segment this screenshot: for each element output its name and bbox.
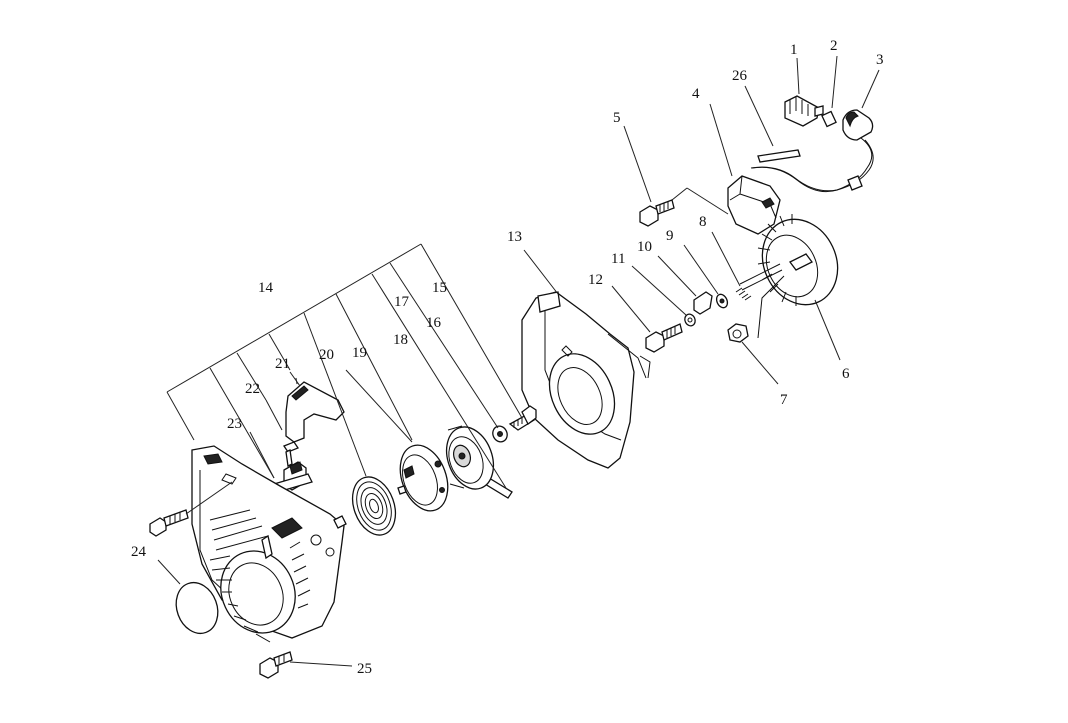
callout-19: 19 [352, 345, 367, 361]
part-2-spring-connector [821, 55, 838, 128]
part-14-starter-housing [191, 445, 347, 643]
callout-15: 15 [432, 280, 447, 296]
part-24-gasket [157, 559, 219, 635]
callout-23: 23 [227, 416, 242, 432]
part-19-spring-housing [397, 444, 449, 512]
callout-1: 1 [790, 42, 798, 58]
callout-labels: 1 2 3 4 5 6 7 8 9 10 11 12 13 14 15 16 1… [131, 38, 884, 677]
part-18-rope-pulley [445, 425, 495, 490]
part-11-washer [631, 265, 696, 327]
part-21-starter-handle [285, 371, 345, 443]
callout-20: 20 [319, 347, 334, 363]
callout-13: 13 [507, 229, 522, 245]
part-20-recoil-spring [351, 476, 397, 536]
callout-2: 2 [830, 38, 838, 54]
callout-16: 16 [426, 315, 442, 331]
callout-10: 10 [637, 239, 652, 255]
callout-12: 12 [588, 272, 603, 288]
part-12-screw [611, 285, 683, 353]
callout-21: 21 [275, 356, 290, 372]
callout-14: 14 [258, 280, 274, 296]
part-10-clip [657, 255, 713, 315]
callout-6: 6 [842, 366, 850, 382]
callout-22: 22 [245, 381, 260, 397]
callout-5: 5 [613, 110, 621, 126]
callout-17: 17 [394, 294, 410, 310]
part-22-insert [265, 399, 299, 467]
part-26-pin [744, 85, 801, 163]
callout-11: 11 [611, 251, 625, 267]
part-1-spark-plug [784, 57, 824, 127]
part-8-spring [711, 231, 752, 301]
callout-9: 9 [666, 228, 674, 244]
callout-7: 7 [780, 392, 788, 408]
part-15-screw [508, 405, 537, 431]
callout-4: 4 [692, 86, 700, 102]
part-25-bolt [259, 651, 353, 679]
part-3-spark-plug-cap [842, 69, 880, 141]
callout-24: 24 [131, 544, 147, 560]
callout-25: 25 [357, 661, 372, 677]
part-9-washer [683, 244, 729, 309]
part-5-coil-screw [623, 125, 688, 227]
callout-3: 3 [876, 52, 884, 68]
leader-tree-14 [166, 243, 523, 489]
callout-8: 8 [699, 214, 707, 230]
housing-bolt-left [149, 481, 233, 537]
callout-26: 26 [732, 68, 748, 84]
part-16-washer [492, 425, 508, 443]
callout-18: 18 [393, 332, 408, 348]
part-7-nut [727, 323, 779, 385]
part-13-fan-housing [521, 249, 651, 469]
part-4-ignition-coil [686, 103, 781, 235]
